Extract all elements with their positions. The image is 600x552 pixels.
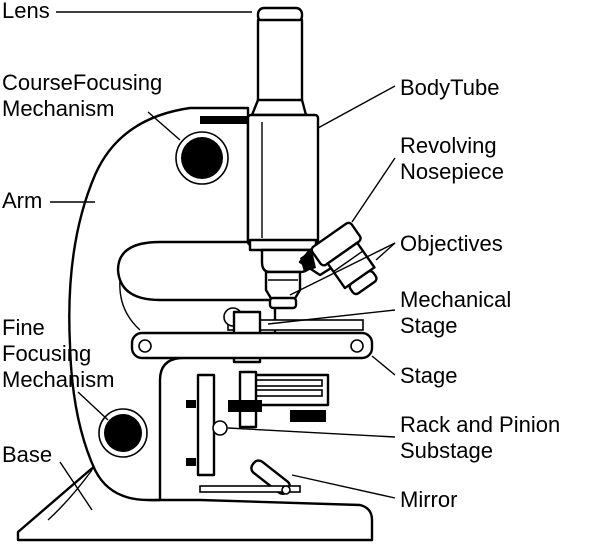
body-tube [246, 113, 320, 247]
label-fine-focusing-line2: Focusing [2, 341, 91, 366]
microscope-illustration [16, 6, 378, 542]
label-lens: Lens [2, 0, 50, 23]
label-course-focusing-line1: CourseFocusing [2, 70, 162, 95]
label-mirror: Mirror [400, 487, 457, 512]
label-revolving-nosepiece-line1: Revolving [400, 133, 497, 158]
labels: Lens CourseFocusing Mechanism Arm Fine F… [2, 0, 560, 512]
label-fine-focusing-line1: Fine [2, 315, 45, 340]
objective-main [264, 270, 302, 302]
objective-tip [268, 296, 298, 310]
label-mechanical-stage-line1: Mechanical [400, 287, 511, 312]
arm-inner-curve [119, 279, 141, 331]
label-mechanical-stage-line2: Stage [400, 313, 458, 338]
stage-platform [130, 331, 374, 360]
label-base: Base [2, 442, 52, 467]
label-revolving-nosepiece-line2: Nosepiece [400, 159, 504, 184]
substage-slide [196, 373, 216, 477]
label-rack-pinion-line1: Rack and Pinion [400, 412, 560, 437]
label-arm: Arm [2, 188, 42, 213]
label-rack-pinion-line2: Substage [400, 438, 493, 463]
arm-shape [68, 106, 277, 502]
leader-lines [50, 11, 396, 511]
label-course-focusing-line2: Mechanism [2, 96, 114, 121]
label-body-tube: BodyTube [400, 75, 499, 100]
rack-gear-2 [290, 410, 326, 422]
label-fine-focusing-line3: Mechanism [2, 367, 114, 392]
label-stage: Stage [400, 363, 458, 388]
base-shape [16, 457, 374, 542]
rack-gear-1 [228, 400, 262, 412]
label-objectives: Objectives [400, 231, 503, 256]
objective-side [310, 221, 378, 296]
